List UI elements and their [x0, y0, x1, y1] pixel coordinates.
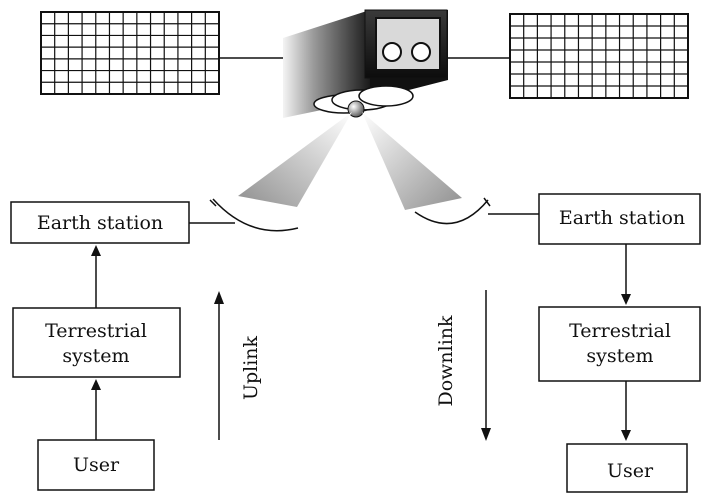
left-terrestrial-to-station-arrow: [91, 245, 101, 308]
uplink-arrow: [214, 291, 224, 440]
satellite: [40, 9, 689, 118]
right-earth-station-label: Earth station: [559, 207, 685, 229]
right-terrestrial-line2: system: [586, 345, 653, 367]
right-ground-dish: [414, 199, 489, 225]
sensor-left-icon: [382, 42, 402, 62]
uplink-beam: [238, 112, 352, 207]
right-station-to-terrestrial-arrow: [621, 244, 631, 305]
left-earth-station-label: Earth station: [37, 212, 163, 234]
left-terrestrial-line1: Terrestrial: [45, 320, 147, 342]
downlink-arrow: [481, 290, 491, 441]
left-user-label: User: [73, 454, 120, 476]
left-terrestrial-system-box: Terrestrial system: [12, 307, 181, 378]
right-terrestrial-to-user-arrow: [621, 381, 631, 441]
uplink-label: Uplink: [240, 335, 262, 400]
left-user-box: User: [37, 439, 155, 491]
right-user-label: User: [607, 460, 654, 482]
right-terrestrial-system-box: Terrestrial system: [538, 306, 701, 382]
sensor-right-icon: [411, 42, 431, 62]
right-user-box: User: [566, 443, 688, 493]
downlink-beam: [362, 112, 462, 210]
right-dish-feed: [483, 197, 491, 207]
left-ground-dish: [212, 198, 299, 232]
satellite-antennas: [313, 85, 414, 118]
left-solar-panel: [40, 11, 220, 95]
left-user-to-terrestrial-arrow: [91, 379, 101, 440]
right-earth-station-box: Earth station: [538, 193, 701, 245]
right-terrestrial-line1: Terrestrial: [569, 320, 671, 342]
left-terrestrial-line2: system: [62, 345, 129, 367]
left-earth-station-box: Earth station: [10, 201, 190, 244]
downlink-label: Downlink: [435, 315, 457, 407]
left-dish-feed: [209, 199, 217, 207]
right-solar-panel: [509, 13, 689, 99]
